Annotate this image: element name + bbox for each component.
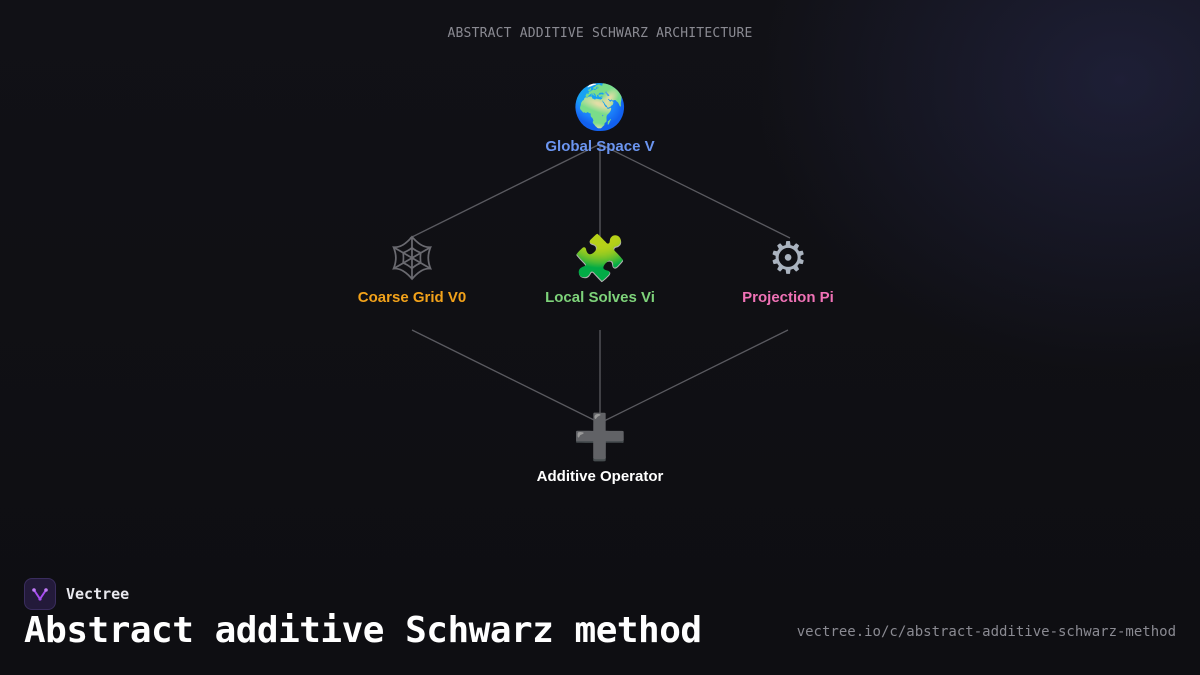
- edge-coarse-to-additive: [411, 329, 599, 423]
- node-coarse-grid: 🕸 Coarse Grid V0: [312, 231, 512, 306]
- globe-icon: 🌍: [572, 82, 628, 133]
- node-projection: ⚙ Projection Pi: [688, 231, 888, 306]
- edge-global-to-projection: [599, 143, 791, 239]
- page-heading: Abstract additive Schwarz method: [24, 610, 702, 651]
- node-label: Projection Pi: [742, 289, 834, 306]
- node-label: Coarse Grid V0: [357, 289, 467, 306]
- node-label: Global Space V: [545, 138, 655, 155]
- vectree-logo-icon: [24, 578, 56, 610]
- diagram-title: ABSTRACT ADDITIVE SCHWARZ ARCHITECTURE: [447, 26, 753, 41]
- edge-projection-to-additive: [601, 329, 789, 423]
- node-label: Additive Operator: [536, 468, 664, 485]
- node-local-solves: 🧩 Local Solves Vi: [500, 231, 700, 306]
- node-additive-operator: ➕ Additive Operator: [500, 410, 700, 485]
- brand[interactable]: Vectree: [24, 577, 129, 611]
- edge-global-to-coarse: [409, 143, 601, 239]
- node-global-space: 🌍 Global Space V: [500, 80, 700, 155]
- plus-icon: ➕: [572, 412, 628, 463]
- gear-icon: ⚙: [768, 233, 808, 284]
- node-label: Local Solves Vi: [545, 289, 655, 306]
- brand-name: Vectree: [66, 585, 130, 603]
- page-url[interactable]: vectree.io/c/abstract-additive-schwarz-m…: [796, 624, 1176, 640]
- spider-web-icon: 🕸: [384, 233, 440, 284]
- puzzle-piece-icon: 🧩: [572, 233, 628, 284]
